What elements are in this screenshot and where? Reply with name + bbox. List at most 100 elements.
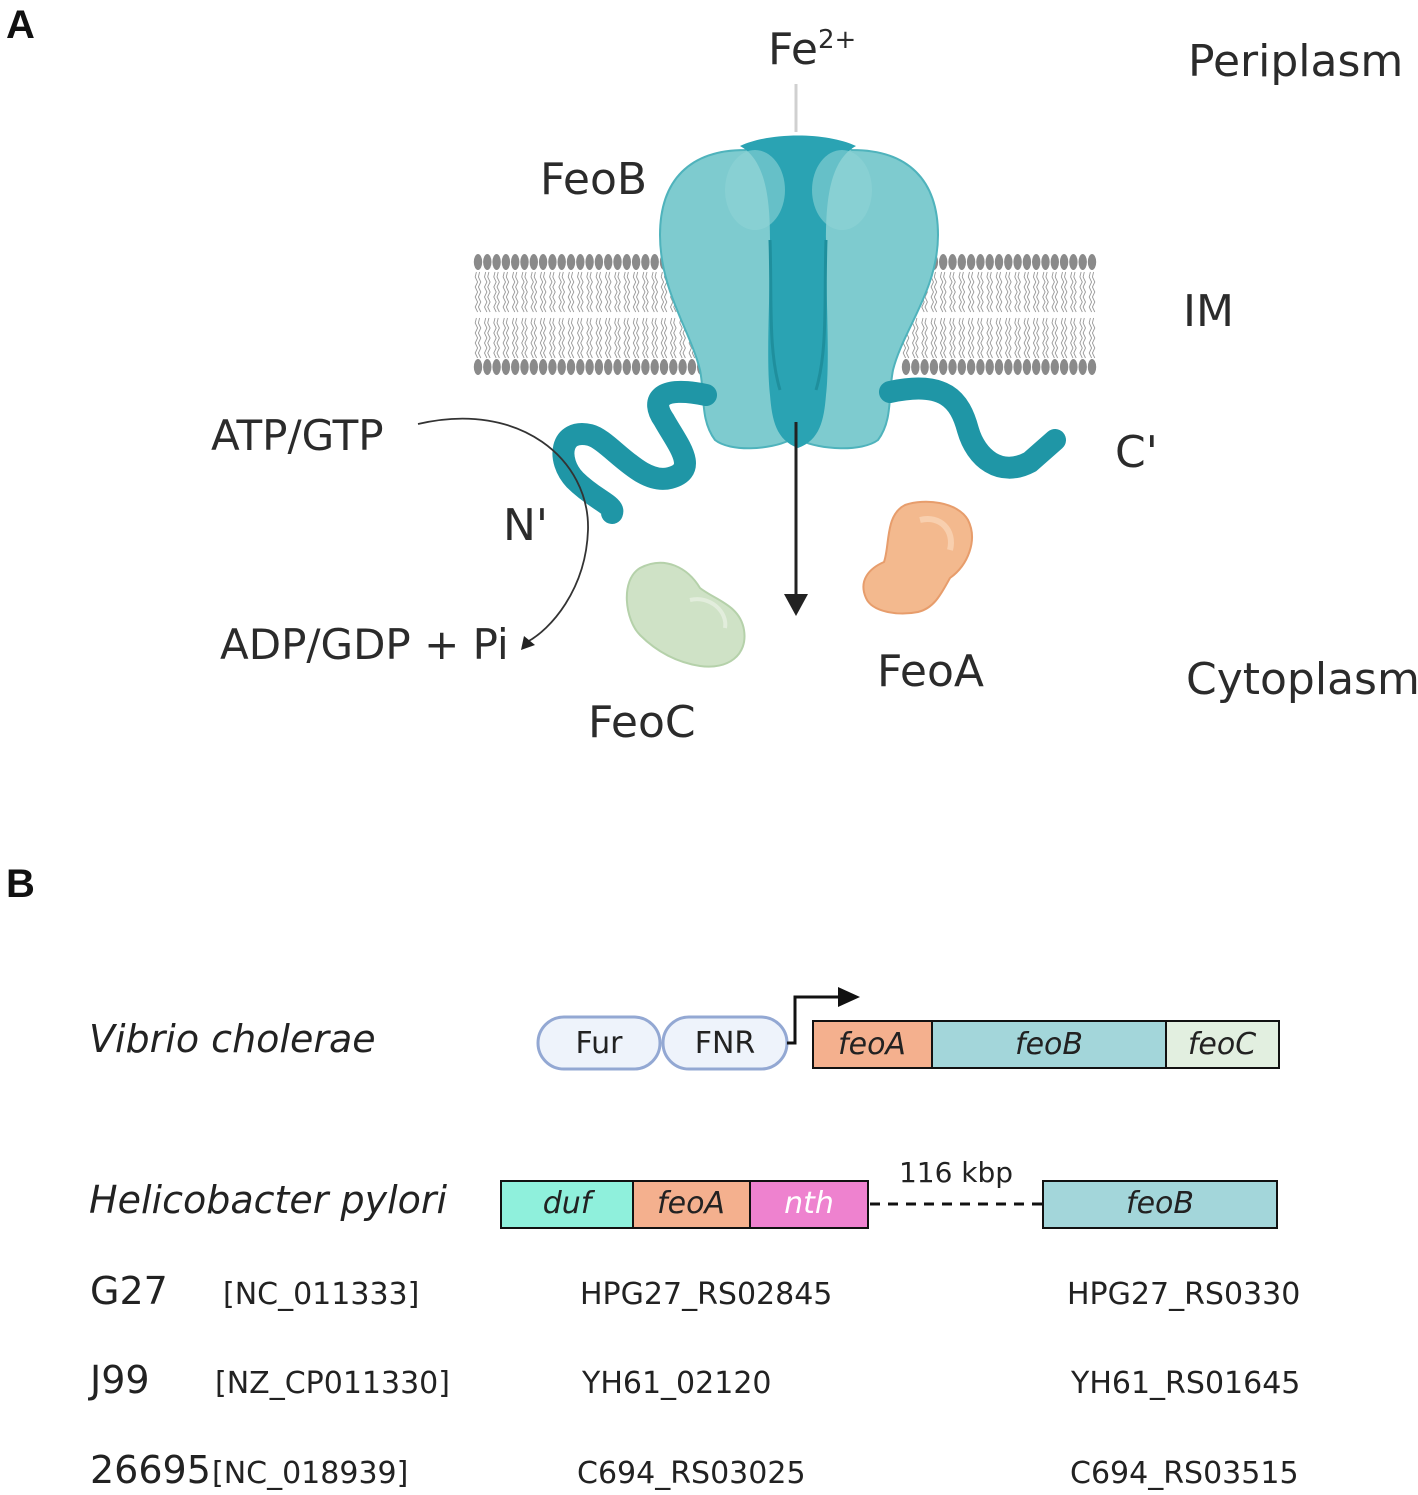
lipid-tail	[1070, 317, 1074, 359]
lipid-head	[576, 359, 585, 375]
lipid-tail	[543, 271, 547, 313]
lipid-tail	[1091, 317, 1096, 359]
lipid-tail	[943, 317, 947, 359]
lipid-tail	[636, 271, 640, 313]
lipid-head	[594, 254, 604, 270]
lipid-head	[538, 254, 548, 270]
lipid-tail	[1088, 317, 1093, 359]
lipid-tail	[977, 317, 981, 359]
lipid-head	[1004, 254, 1013, 270]
lipid-tail	[1042, 317, 1046, 359]
lipid-tail	[567, 271, 572, 313]
lipid-head	[566, 359, 576, 375]
lipid-tail	[614, 271, 618, 313]
lipid-tail	[679, 317, 683, 359]
lipid-tail	[1042, 271, 1046, 313]
lipid-tail	[989, 271, 993, 313]
lipid-tail	[1014, 317, 1018, 359]
lipid-tail	[980, 317, 984, 359]
lipid-tail	[1026, 317, 1031, 359]
lipid-tail	[933, 271, 938, 313]
lipid-head	[687, 359, 697, 375]
lipid-tail	[505, 317, 510, 359]
lipid-head	[483, 254, 492, 270]
vibrio-feob-label: feoB	[1015, 1027, 1083, 1062]
lipid-head	[1022, 254, 1032, 270]
strain-feob-locus: YH61_RS01645	[1070, 1366, 1300, 1401]
strain-feoa-locus: C694_RS03025	[577, 1456, 806, 1491]
lipid-head	[1022, 359, 1032, 375]
lipid-tail	[1051, 271, 1055, 313]
lipid-head	[1032, 359, 1041, 375]
strain-feob-locus: C694_RS03515	[1070, 1456, 1299, 1491]
fur-regulator-label: Fur	[576, 1026, 624, 1061]
lipid-head	[613, 359, 622, 375]
lipid-tail	[660, 271, 665, 313]
lipid-tail	[1051, 317, 1055, 359]
lipid-tail	[589, 271, 593, 313]
lipid-tail	[533, 271, 538, 313]
lipid-tail	[1014, 271, 1018, 313]
periplasm-label: Periplasm	[1188, 36, 1403, 87]
iron-ion-base: Fe	[768, 24, 818, 75]
lipid-tail	[986, 271, 990, 313]
lipid-head	[1041, 254, 1050, 270]
lipid-tail	[998, 317, 1003, 359]
lipid-head	[994, 359, 1004, 375]
lipid-head	[1087, 359, 1097, 375]
feoc-label: FeoC	[588, 697, 696, 748]
lipid-tail	[586, 271, 590, 313]
lipid-tail	[580, 271, 584, 313]
lipid-tail	[558, 271, 562, 313]
lipid-tail	[598, 317, 603, 359]
helico-feob-label: feoB	[1126, 1186, 1194, 1221]
lipid-tail	[543, 317, 547, 359]
lipid-head	[1078, 359, 1087, 375]
lipid-head	[604, 254, 613, 270]
lipid-tail	[977, 271, 981, 313]
lipid-head	[622, 254, 631, 270]
lipid-head	[604, 359, 613, 375]
lipid-tail	[1082, 271, 1086, 313]
lipid-head	[594, 359, 604, 375]
lipid-tail	[484, 317, 488, 359]
strain-accession: [NC_018939]	[212, 1456, 408, 1491]
lipid-tail	[608, 317, 612, 359]
lipid-head	[1078, 254, 1087, 270]
lipid-head	[1050, 359, 1060, 375]
lipid-tail	[549, 271, 553, 313]
lipid-tail	[623, 271, 627, 313]
strain-row: G27 [NC_011333] HPG27_RS02845 HPG27_RS03…	[90, 1269, 1300, 1313]
lipid-tail	[589, 317, 593, 359]
lipid-tail	[1036, 317, 1040, 359]
lipid-tail	[952, 271, 956, 313]
strain-feob-locus: HPG27_RS0330	[1067, 1277, 1300, 1312]
lipid-tail	[1017, 271, 1021, 313]
lipid-head	[1041, 359, 1050, 375]
lipid-tail	[1073, 317, 1077, 359]
lipid-head	[548, 359, 557, 375]
lipid-tail	[642, 317, 646, 359]
feoa-protein	[862, 500, 973, 615]
lipid-head	[631, 254, 641, 270]
lipid-head	[948, 359, 957, 375]
lipid-tail	[1079, 317, 1083, 359]
lipid-head	[1050, 254, 1060, 270]
lipid-head	[911, 359, 920, 375]
lipid-head	[641, 254, 650, 270]
lipid-tail	[651, 317, 655, 359]
feob-label: FeoB	[540, 154, 647, 205]
membrane-label: IM	[1183, 286, 1234, 337]
helico-duf-gene	[500, 1180, 634, 1229]
lipid-tail	[995, 317, 1000, 359]
lipid-tail	[530, 317, 534, 359]
lipid-tail	[614, 317, 618, 359]
lipid-tail	[617, 317, 621, 359]
lipid-tail	[921, 317, 925, 359]
lipid-head	[966, 254, 976, 270]
lipid-head	[669, 359, 678, 375]
hydrolysis-arrow-head	[521, 636, 535, 650]
lipid-tail	[980, 271, 984, 313]
lipid-tail	[521, 271, 525, 313]
